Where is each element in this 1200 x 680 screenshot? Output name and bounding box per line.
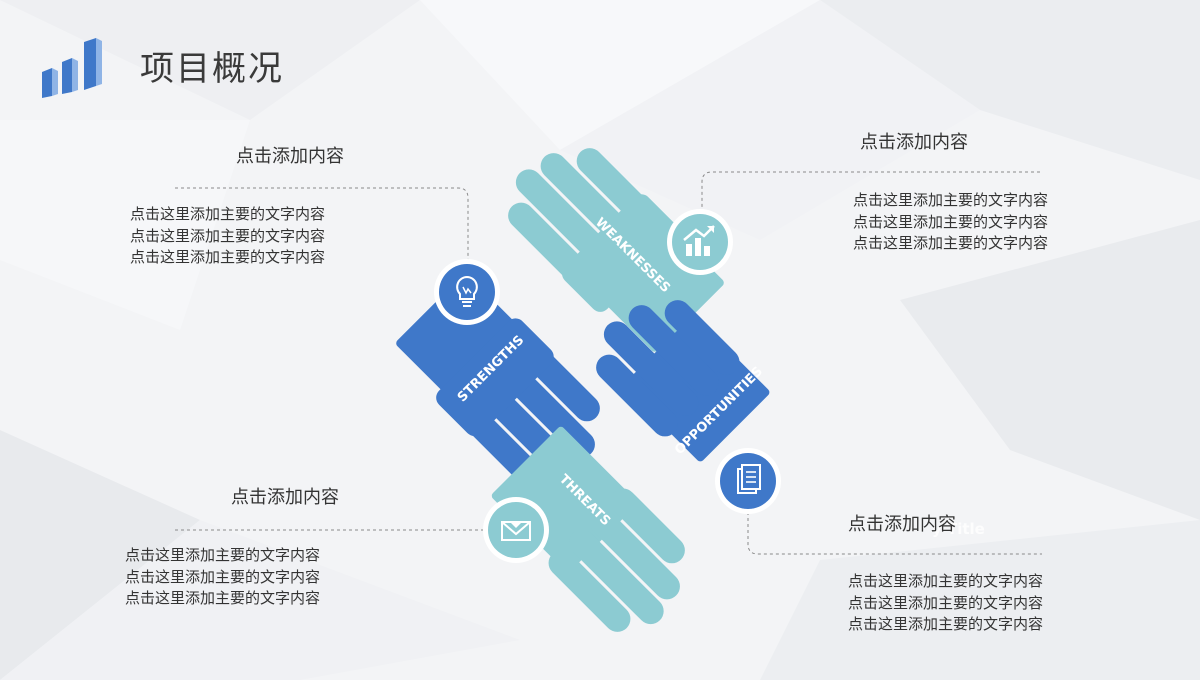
ghost-title-text: y Title [932, 520, 985, 538]
heading-bottom-left: 点击添加内容 [231, 487, 339, 508]
text-line: 点击这里添加主要的文字内容 [848, 572, 1044, 590]
text-line: 点击这里添加主要的文字内容 [848, 615, 1044, 633]
text-block-top-right: 点击这里添加主要的文字内容 点击这里添加主要的文字内容 点击这里添加主要的文字内… [853, 190, 1048, 255]
text-line: 点击这里添加主要的文字内容 [853, 191, 1049, 209]
opportunities-hand: OPPORTUNITIES [596, 300, 770, 462]
leader-line-top-right [701, 171, 1040, 226]
text-line: 点击这里添加主要的文字内容 [130, 226, 326, 245]
text-line: 点击这里添加主要的文字内容 [853, 234, 1049, 252]
text-line: 点击这里添加主要的文字内容 [125, 567, 321, 586]
document-icon [715, 448, 781, 514]
text-line: 点击这里添加主要的文字内容 [130, 205, 326, 223]
bar-chart-logo-icon [42, 38, 102, 98]
text-block-bottom-left: 点击这里添加主要的文字内容 点击这里添加主要的文字内容 点击这里添加主要的文字内… [125, 545, 320, 610]
text-line: 点击这里添加主要的文字内容 [130, 248, 326, 266]
heading-top-right: 点击添加内容 [860, 132, 968, 153]
text-block-top-left: 点击这里添加主要的文字内容 点击这里添加主要的文字内容 点击这里添加主要的文字内… [130, 204, 325, 269]
leader-line-bottom-right [747, 512, 1042, 555]
text-line: 点击这里添加主要的文字内容 [125, 589, 321, 607]
text-block-bottom-right: 点击这里添加主要的文字内容 点击这里添加主要的文字内容 点击这里添加主要的文字内… [848, 571, 1043, 636]
text-line: 点击这里添加主要的文字内容 [125, 546, 321, 564]
weaknesses-hand: WEAKNESSES [508, 148, 724, 352]
text-line: 点击这里添加主要的文字内容 [853, 212, 1049, 231]
leader-line-top-left [175, 187, 469, 262]
envelope-icon [483, 497, 549, 563]
page-title: 项目概况 [140, 49, 284, 89]
heading-top-left: 点击添加内容 [236, 146, 344, 167]
heading-bottom-right: 点击添加内容 [848, 514, 956, 535]
text-line: 点击这里添加主要的文字内容 [848, 593, 1044, 612]
threats-hand: THREATS [491, 426, 685, 632]
growth-chart-icon [667, 209, 733, 275]
lightbulb-icon [434, 259, 500, 325]
